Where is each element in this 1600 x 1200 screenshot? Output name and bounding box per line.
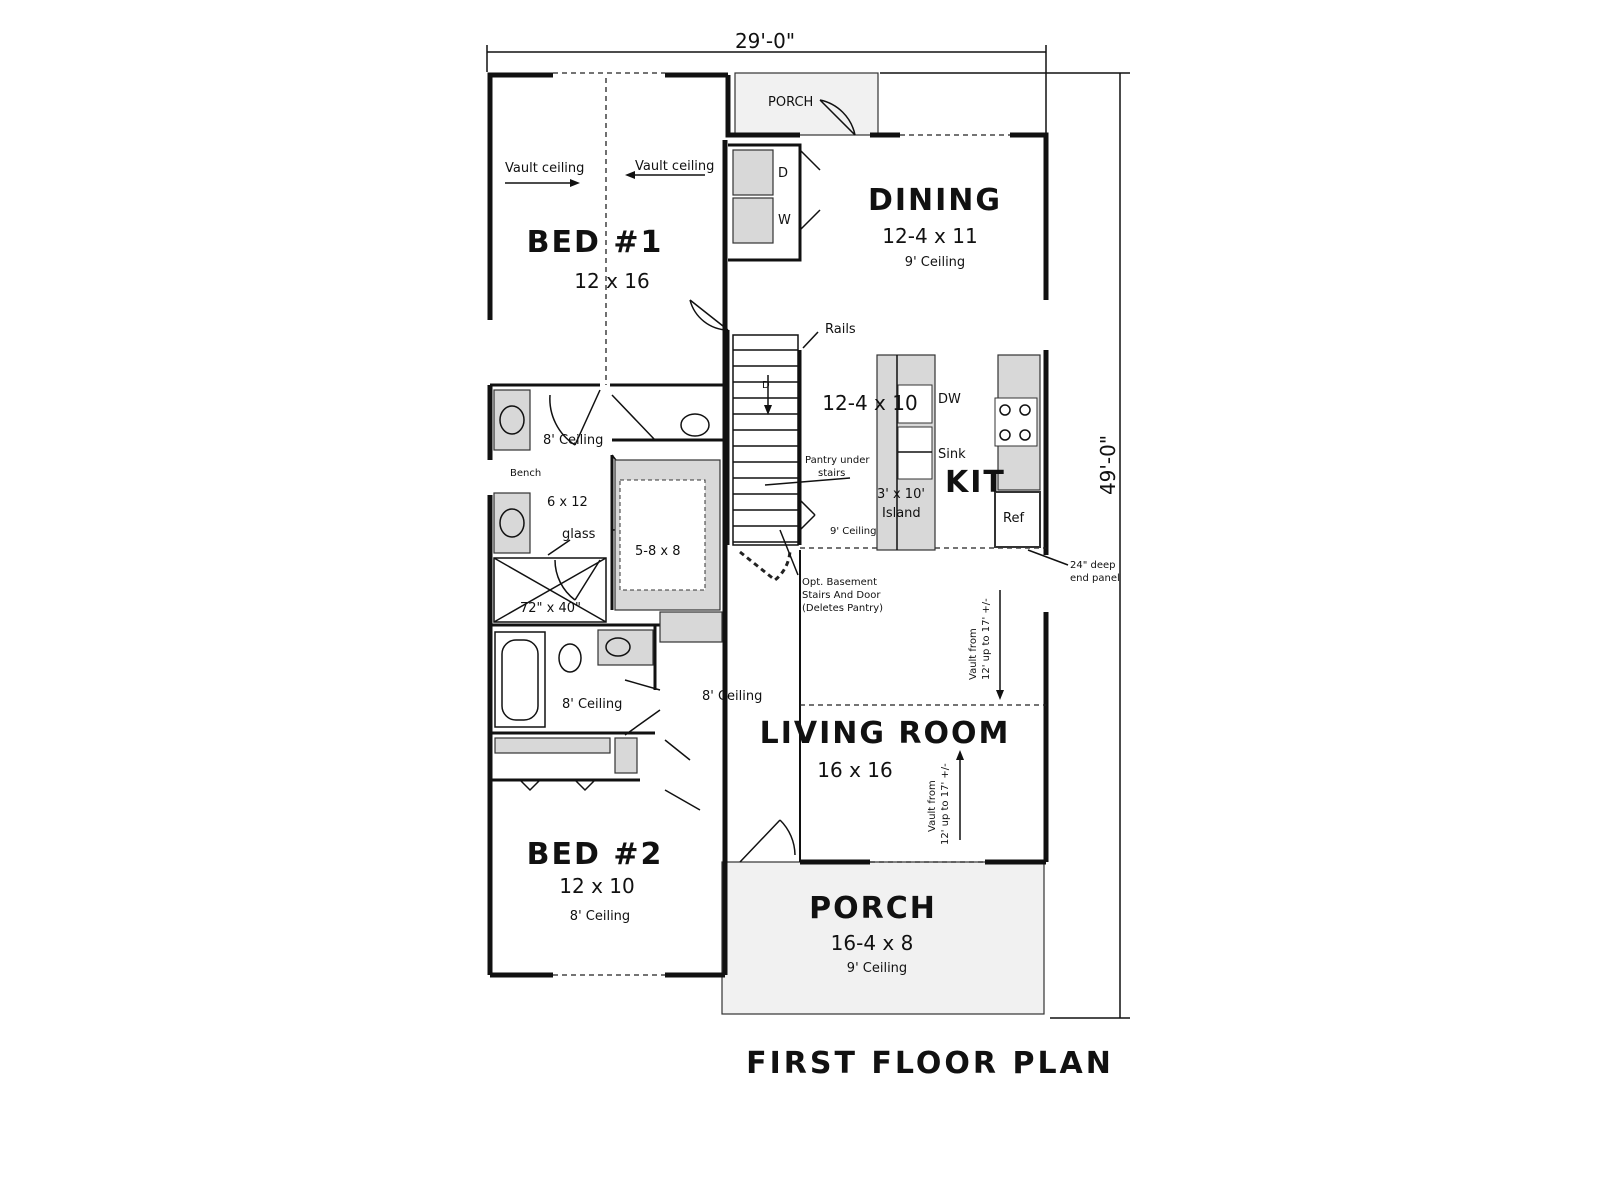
kitchen-ceiling: 9' Ceiling [830, 526, 876, 537]
master-bath-ceiling: 8' Ceiling [543, 433, 603, 448]
basement-note-3: (Deletes Pantry) [802, 603, 883, 614]
end-panel-note-1: 24" deep [1070, 560, 1116, 571]
bathtub [494, 631, 546, 728]
width-dimension-label: 29'-0" [735, 29, 795, 53]
rails-label: Rails [825, 322, 856, 337]
bed1-vault-note-left: Vault ceiling [505, 161, 584, 176]
island-size: 3' x 10' [877, 487, 925, 502]
pantry-label-1: Pantry under [805, 455, 870, 466]
width-dimension: 29'-0" [486, 29, 1047, 140]
interior-walls [490, 78, 1046, 862]
front-porch-size: 16-4 x 8 [831, 931, 914, 955]
laundry: D W [732, 149, 791, 244]
dining-size: 12-4 x 11 [882, 224, 977, 248]
bath2-ceiling: 8' Ceiling [562, 697, 622, 712]
living-name: LIVING ROOM [760, 716, 1011, 751]
bed2-size: 12 x 10 [559, 874, 634, 898]
dining-name: DINING [868, 183, 1002, 218]
bed1-vault-note-right: Vault ceiling [635, 159, 714, 174]
living-size: 16 x 16 [817, 758, 892, 782]
washer-label: W [778, 213, 791, 228]
bed1-name: BED #1 [527, 225, 664, 260]
shower-size: 72" x 40" [520, 601, 581, 616]
dw-label: DW [938, 392, 961, 407]
master-bath-size: 6 x 12 [547, 495, 588, 510]
living-vault-note-2b: 12' up to 17' +/- [940, 763, 951, 845]
hall-ceiling: 8' Ceiling [702, 689, 762, 704]
kitchen-name: KIT [945, 465, 1006, 500]
basement-note-1: Opt. Basement [802, 577, 877, 588]
toilet-icon [680, 413, 710, 437]
living-vault-note-1a: Vault from [968, 628, 979, 680]
pantry-label-2: stairs [818, 468, 845, 479]
basement-note-2: Stairs And Door [802, 590, 881, 601]
sink-label: Sink [938, 447, 966, 462]
living-vault-note-2a: Vault from [927, 780, 938, 832]
island-label: Island [882, 506, 921, 521]
bath-fixtures [493, 389, 723, 774]
living-vault-note-1b: 12' up to 17' +/- [981, 598, 992, 680]
front-porch-floor [721, 861, 1045, 1015]
room-labels: PORCH Vault ceiling Vault ceiling BED #1… [505, 95, 1120, 976]
closet-size: 5-8 x 8 [635, 544, 680, 559]
bed1-size: 12 x 16 [574, 269, 649, 293]
annotation-arrows [505, 171, 1069, 840]
bed2-name: BED #2 [527, 837, 664, 872]
depth-dimension: 49'-0" [880, 72, 1130, 1019]
shower [493, 557, 607, 623]
dining-ceiling: 9' Ceiling [905, 255, 965, 270]
rear-porch-label: PORCH [768, 95, 813, 110]
front-porch-ceiling: 9' Ceiling [847, 961, 907, 976]
stair-direction-label: D [762, 380, 770, 391]
dishwasher [897, 384, 933, 424]
dryer-label: D [778, 166, 788, 181]
end-panel-note-2: end panel [1070, 573, 1120, 584]
kitchen-size: 12-4 x 10 [822, 391, 917, 415]
glass-label: glass [562, 527, 596, 542]
ref-label: Ref [1003, 511, 1024, 526]
bed2-ceiling: 8' Ceiling [570, 909, 630, 924]
bench-label: Bench [510, 468, 541, 479]
stairs: D [732, 334, 799, 546]
exterior-walls [487, 72, 1049, 978]
front-porch-name: PORCH [809, 891, 937, 926]
depth-dimension-label: 49'-0" [1096, 435, 1120, 495]
kitchen-fixtures [876, 354, 1041, 551]
refrigerator [994, 491, 1041, 548]
plan-title: FIRST FLOOR PLAN [746, 1046, 1114, 1081]
rear-porch-floor [734, 72, 879, 136]
sink-icon [897, 426, 933, 480]
